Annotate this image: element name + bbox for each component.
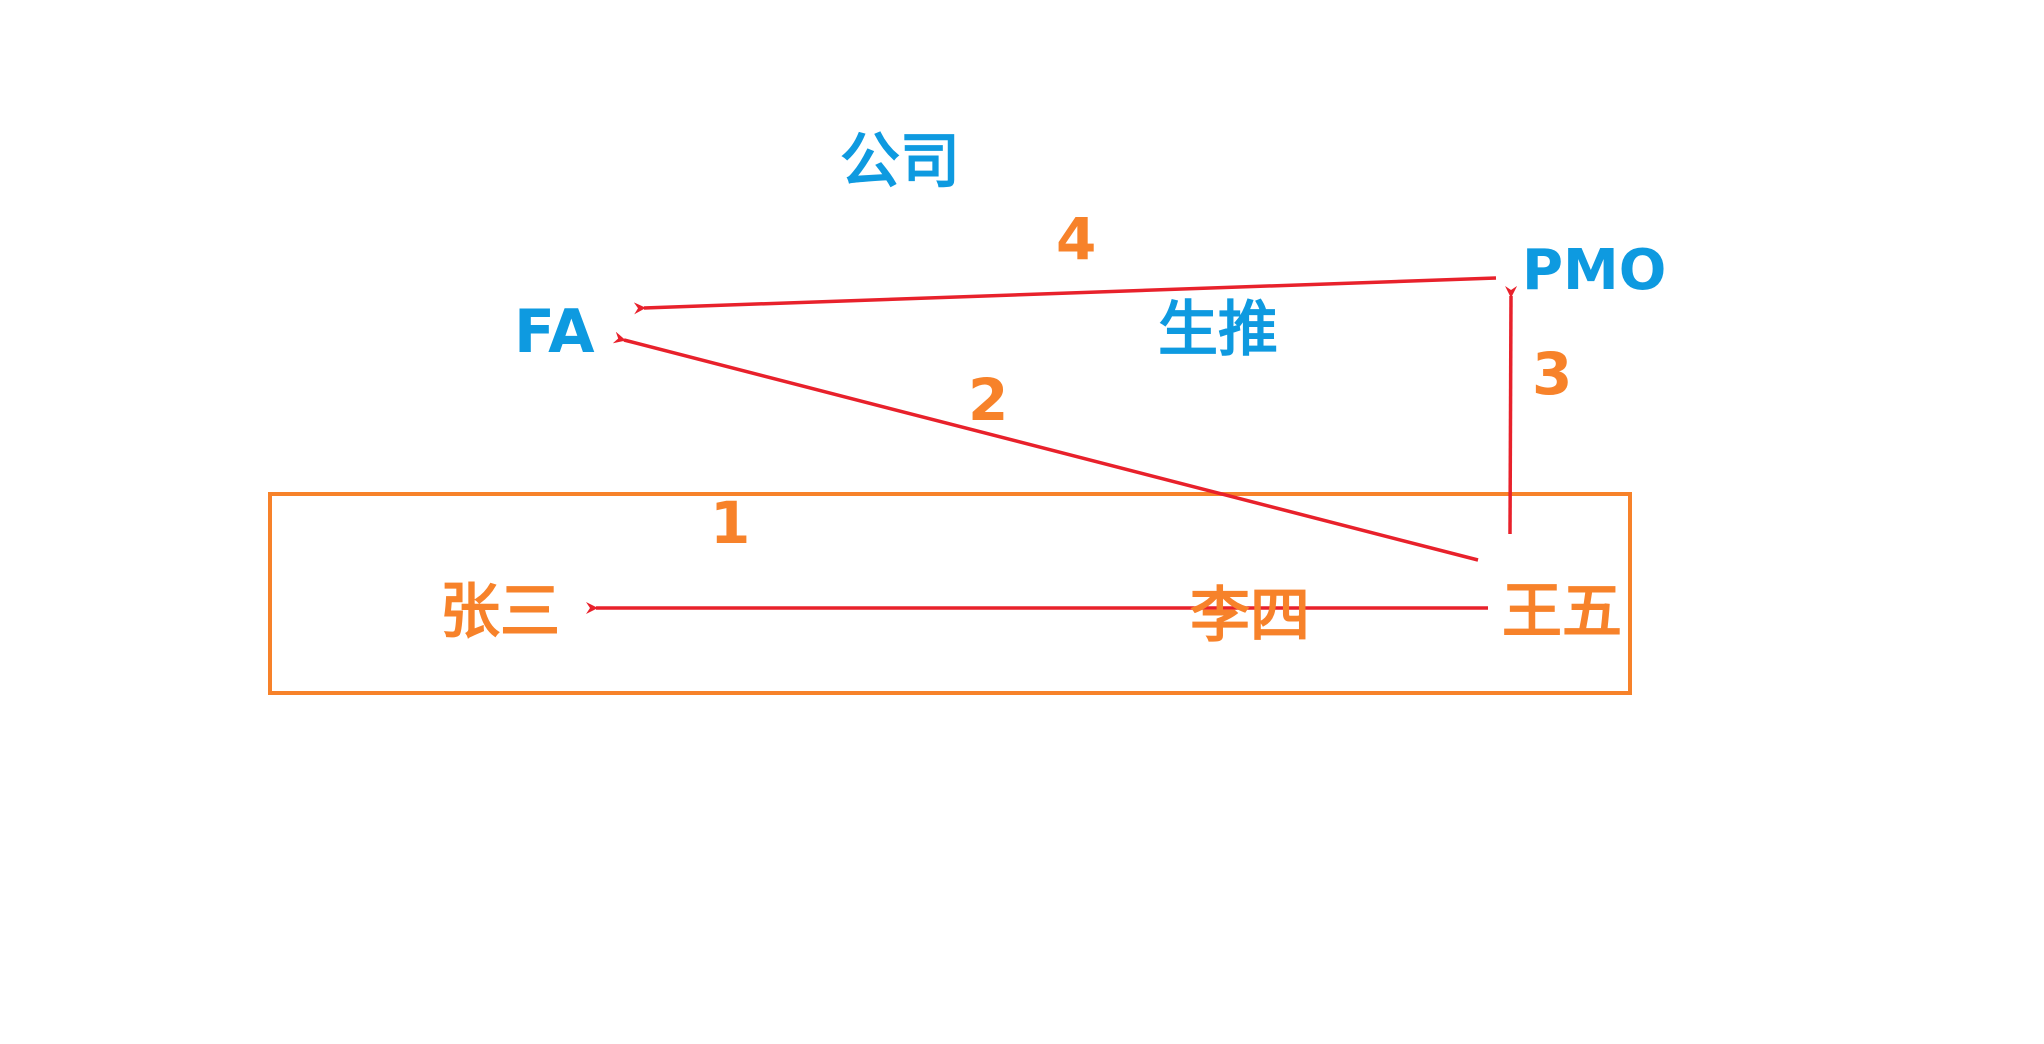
step-number-2: 2 (968, 366, 1008, 434)
step-number-4: 4 (1056, 205, 1096, 273)
zhangsan-label: 张三 (440, 577, 560, 647)
lisi-label: 李四 (1190, 581, 1310, 651)
company-label: 公司 (840, 127, 960, 197)
fa-label: FA (514, 297, 595, 367)
step-number-3: 3 (1532, 340, 1572, 408)
group-box (268, 492, 1632, 695)
shengtui-label: 生推 (1158, 295, 1278, 365)
step-number-1: 1 (710, 489, 750, 557)
pmo-label: PMO (1522, 238, 1666, 303)
arrow-pmo-to-fa (633, 276, 1497, 315)
arrow-wangwu-to-pmo (1505, 285, 1518, 535)
wangwu-label: 王五 (1502, 577, 1622, 647)
arrow-wangwu-to-fa (612, 331, 1479, 562)
